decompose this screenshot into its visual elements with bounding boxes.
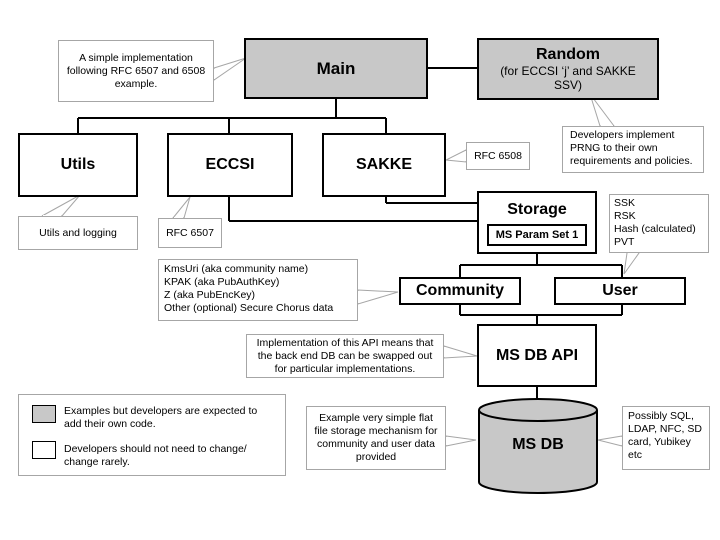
sakke-label: SAKKE (355, 156, 412, 173)
legend-white-swatch (32, 441, 56, 459)
storage-box: Storage MS Param Set 1 (477, 191, 597, 254)
main-label: Main (316, 58, 356, 78)
sakke-rfc-note: RFC 6508 (466, 142, 530, 170)
ms-db-label: MS DB (512, 436, 564, 453)
storage-items-note: SSK RSK Hash (calculated) PVT (609, 194, 709, 253)
ms-db-api-box: MS DB API (477, 324, 597, 387)
main-note-pointer (213, 57, 247, 81)
community-items-note: KmsUri (aka community name) KPAK (aka Pu… (158, 259, 358, 321)
random-box: Random (for ECCSI ‘j’ and SAKKE SSV) (477, 38, 659, 100)
db-note-pointer (445, 435, 477, 447)
api-note: Implementation of this API means that th… (246, 334, 444, 378)
db-note: Example very simple flat file storage me… (306, 406, 446, 470)
db-options-note: Possibly SQL, LDAP, NFC, SD card, Yubike… (622, 406, 710, 470)
sakke-box: SAKKE (322, 133, 446, 197)
utils-label: Utils (60, 156, 96, 173)
utils-box: Utils (18, 133, 138, 197)
sakke-rfc-pointer (444, 149, 467, 163)
community-box: Community (399, 277, 521, 305)
random-subtitle: (for ECCSI ‘j’ and SAKKE SSV) (500, 64, 636, 92)
eccsi-rfc-note: RFC 6507 (158, 218, 222, 248)
community-label: Community (416, 282, 504, 299)
legend-gray-label: Examples but developers are expected to … (64, 405, 258, 430)
user-label: User (602, 282, 638, 299)
api-note-pointer (443, 345, 478, 359)
random-note: Developers implement PRNG to their own r… (562, 126, 704, 173)
eccsi-box: ECCSI (167, 133, 293, 197)
eccsi-rfc-pointer (171, 196, 191, 219)
utils-note: Utils and logging (18, 216, 138, 250)
legend (18, 394, 286, 476)
legend-gray-swatch (32, 405, 56, 423)
legend-white-label: Developers should not need to change/ ch… (64, 443, 247, 468)
db-options-pointer (597, 435, 623, 447)
storage-label: Storage (507, 201, 567, 218)
ms-db-cylinder (478, 398, 598, 494)
ms-param-set: MS Param Set 1 (487, 224, 587, 246)
eccsi-label: ECCSI (205, 156, 255, 173)
main-note: A simple implementation following RFC 65… (58, 40, 214, 102)
main-box: Main (244, 38, 428, 99)
community-items-pointer (357, 289, 399, 305)
random-title: Random (536, 46, 600, 63)
utils-note-pointer (41, 194, 81, 217)
user-box: User (554, 277, 686, 305)
ms-db-api-label: MS DB API (495, 346, 579, 364)
